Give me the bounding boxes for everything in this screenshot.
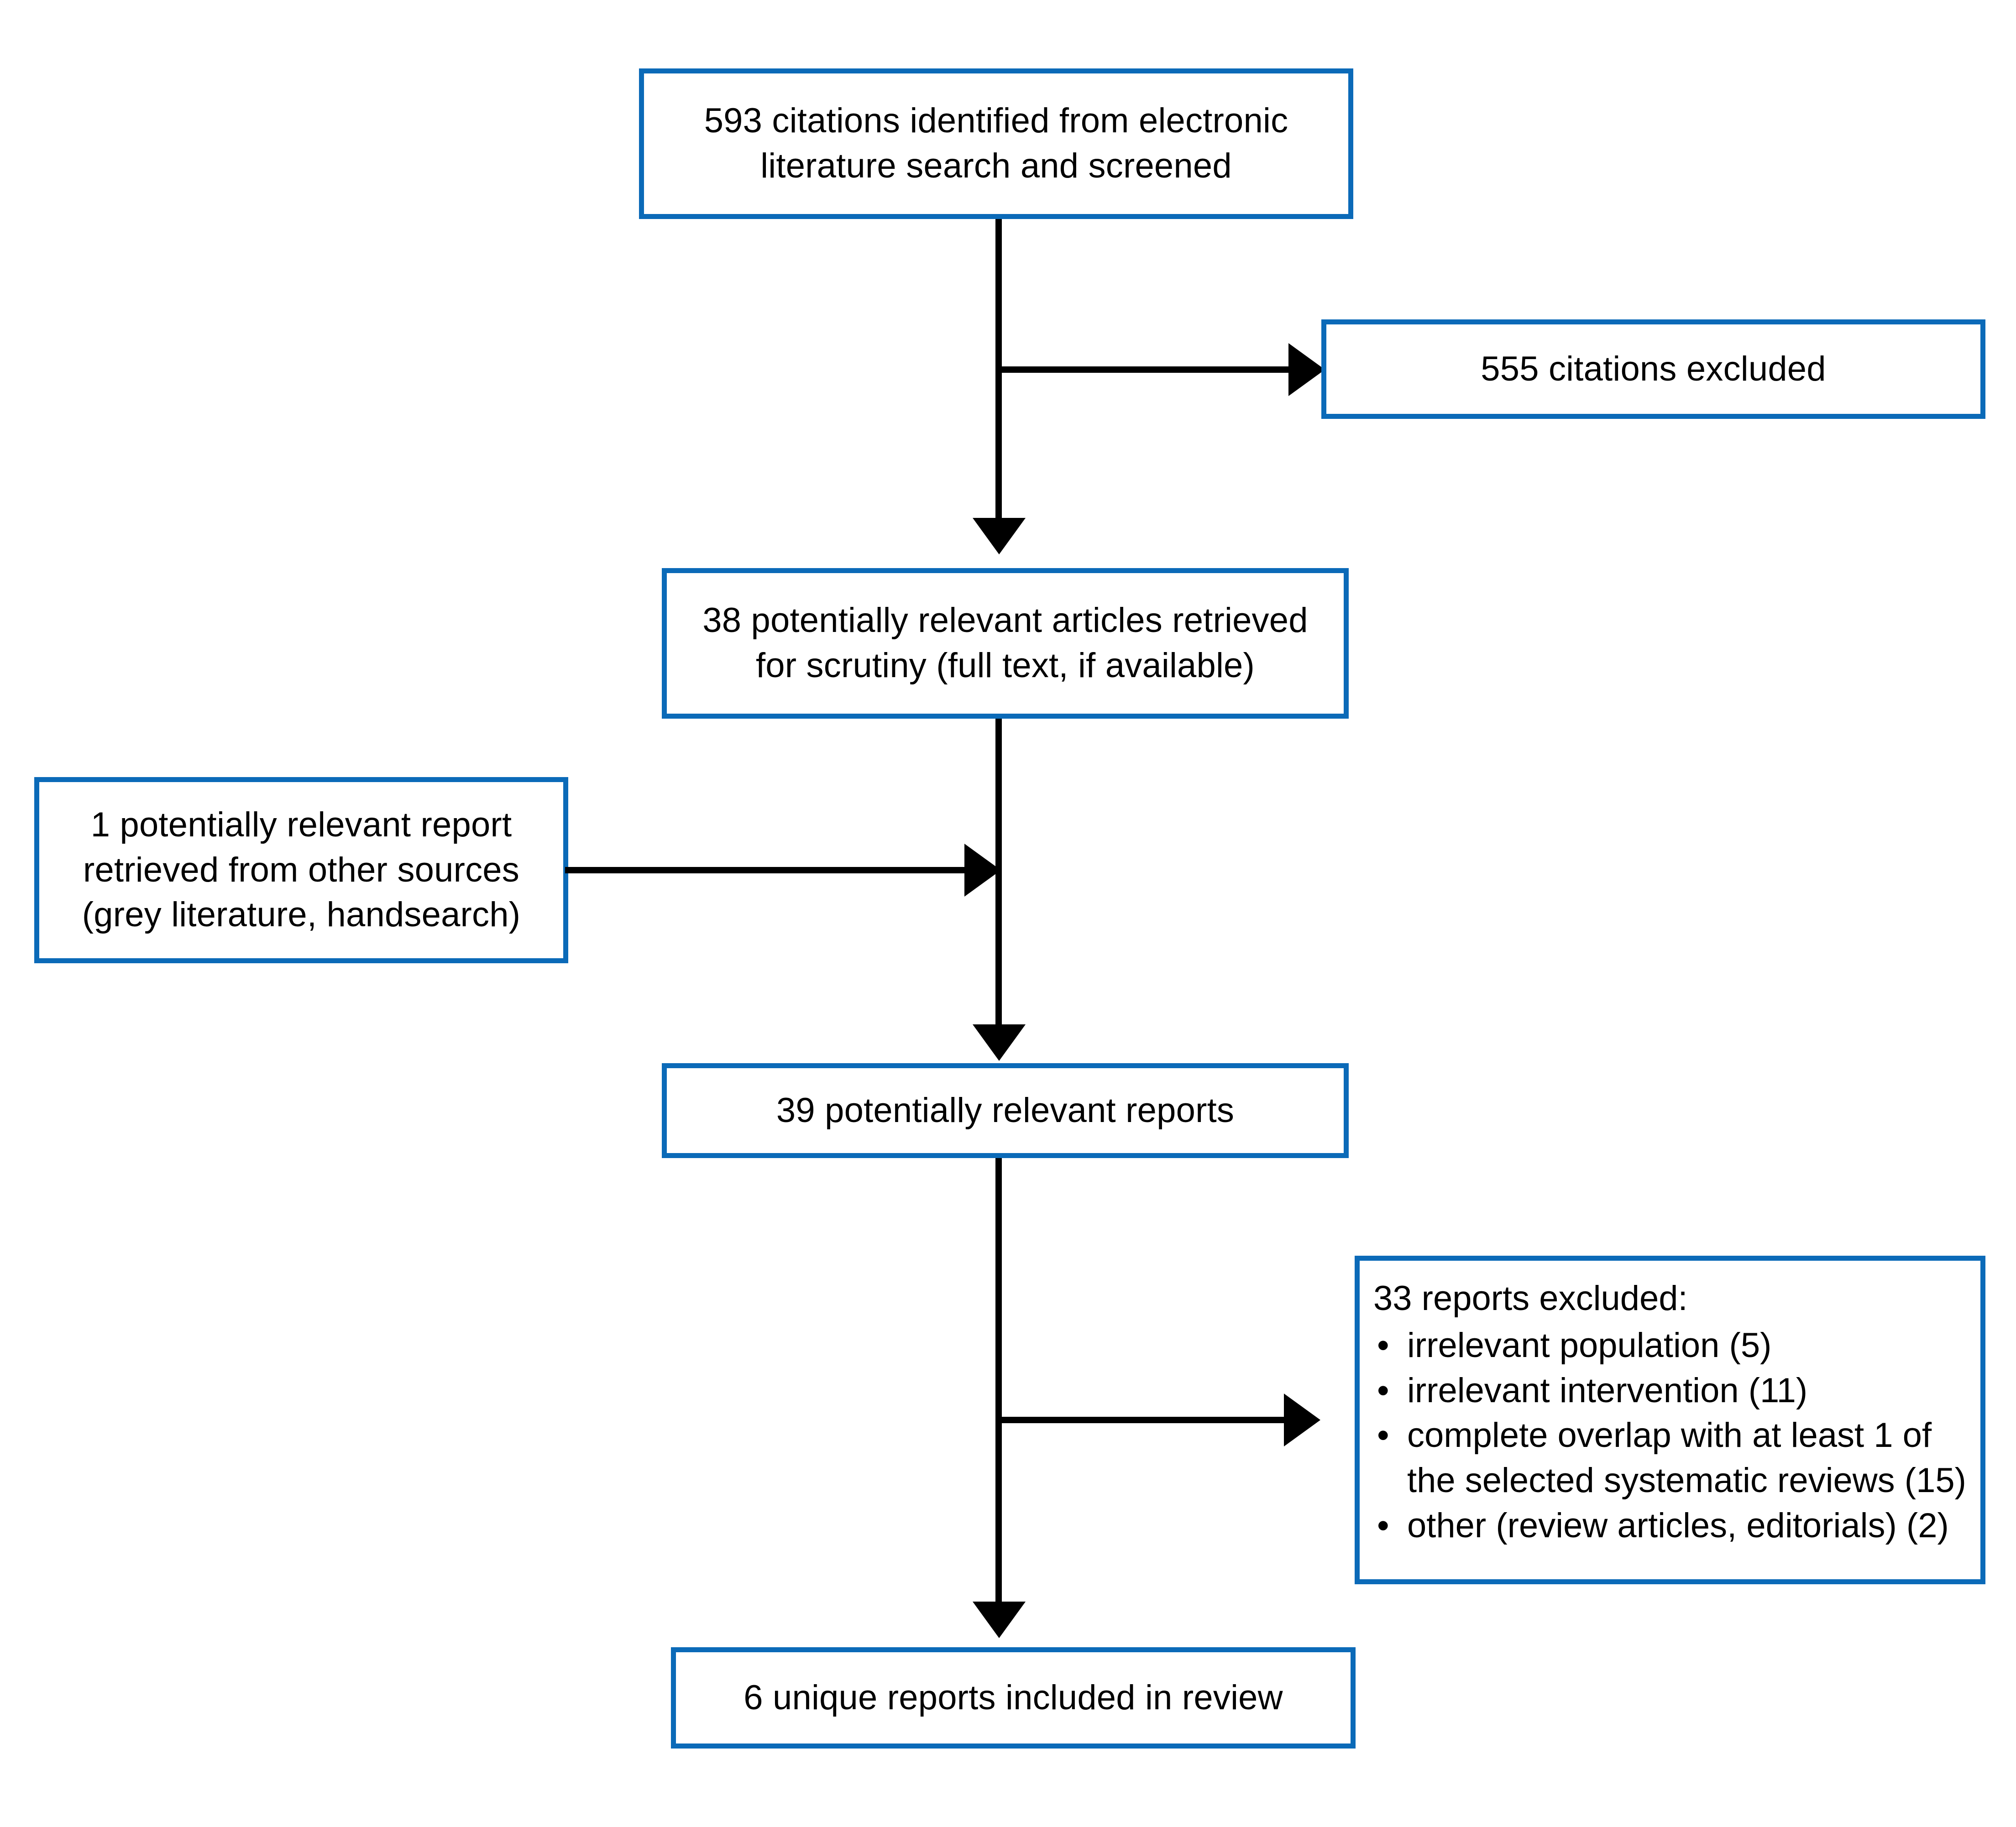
arrowhead-right-from-other-sources [964, 844, 1001, 897]
bullet-icon: • [1377, 1416, 1389, 1455]
box-citations-excluded: 555 citations excluded [1321, 319, 1985, 419]
box-citations-identified: 593 citations identified from electronic… [639, 68, 1353, 219]
retrieved-line-2: for scrutiny (full text, if available) [755, 646, 1255, 685]
other-sources-line-2: retrieved from other sources [83, 850, 519, 889]
box-potentially-relevant-reports: 39 potentially relevant reports [662, 1063, 1349, 1158]
connector-line-other-sources-to-spine [565, 867, 971, 873]
reports-excluded-heading: 33 reports excluded: [1373, 1279, 1688, 1318]
box-citations-identified-text: 593 citations identified from electronic… [692, 99, 1300, 189]
other-sources-line-1: 1 potentially relevant report [90, 805, 512, 844]
box-articles-retrieved-text: 38 potentially relevant articles retriev… [691, 598, 1320, 689]
arrowhead-right-to-reports-excluded [1284, 1394, 1320, 1446]
reports-excluded-reason-list: • irrelevant population (5) • irrelevant… [1373, 1323, 1967, 1549]
reason-text: irrelevant intervention (11) [1407, 1371, 1808, 1410]
box-potentially-relevant-reports-text: 39 potentially relevant reports [776, 1091, 1235, 1130]
reports-excluded-reason-item: • irrelevant intervention (11) [1373, 1368, 1967, 1414]
box-reports-included-text: 6 unique reports included in review [744, 1678, 1283, 1717]
reason-text: other (review articles, editorials) (2) [1407, 1506, 1949, 1545]
reason-text: irrelevant population (5) [1407, 1326, 1772, 1365]
box-articles-retrieved: 38 potentially relevant articles retriev… [662, 568, 1349, 719]
arrowhead-down-to-retrieved [973, 518, 1026, 554]
connector-line-to-reports-excluded [999, 1417, 1291, 1423]
box-reports-excluded: 33 reports excluded: • irrelevant popula… [1355, 1256, 1985, 1584]
box-citations-excluded-text: 555 citations excluded [1481, 349, 1826, 388]
box-reports-excluded-content: 33 reports excluded: • irrelevant popula… [1360, 1261, 1980, 1549]
reports-excluded-reason-item: • complete overlap with at least 1 of [1373, 1413, 1967, 1458]
arrowhead-down-to-included [973, 1602, 1026, 1638]
connector-line-reports-to-included [995, 1158, 1002, 1602]
retrieved-line-1: 38 potentially relevant articles retriev… [702, 601, 1308, 640]
arrowhead-right-to-citations-excluded [1288, 343, 1325, 396]
bullet-icon: • [1377, 1506, 1389, 1545]
box-reports-included: 6 unique reports included in review [671, 1647, 1356, 1749]
box-other-sources-report: 1 potentially relevant report retrieved … [34, 777, 568, 963]
reason-text: complete overlap with at least 1 of [1407, 1416, 1932, 1455]
connector-line-to-citations-excluded [999, 366, 1295, 373]
box-other-sources-report-text: 1 potentially relevant report retrieved … [70, 803, 532, 938]
bullet-icon: • [1377, 1371, 1389, 1410]
bullet-icon: • [1377, 1326, 1389, 1365]
arrowhead-down-to-reports [973, 1024, 1026, 1061]
identified-line-2: literature search and screened [760, 146, 1232, 185]
identified-line-1: 593 citations identified from electronic [704, 101, 1288, 141]
reason-text-continued: the selected systematic reviews (15) [1407, 1461, 1966, 1500]
reports-excluded-reason-item: • irrelevant population (5) [1373, 1323, 1967, 1368]
other-sources-line-3: (grey literature, handsearch) [82, 895, 521, 934]
reports-excluded-reason-item: • other (review articles, editorials) (2… [1373, 1503, 1967, 1549]
reports-excluded-reason-continuation: the selected systematic reviews (15) [1373, 1458, 1967, 1503]
